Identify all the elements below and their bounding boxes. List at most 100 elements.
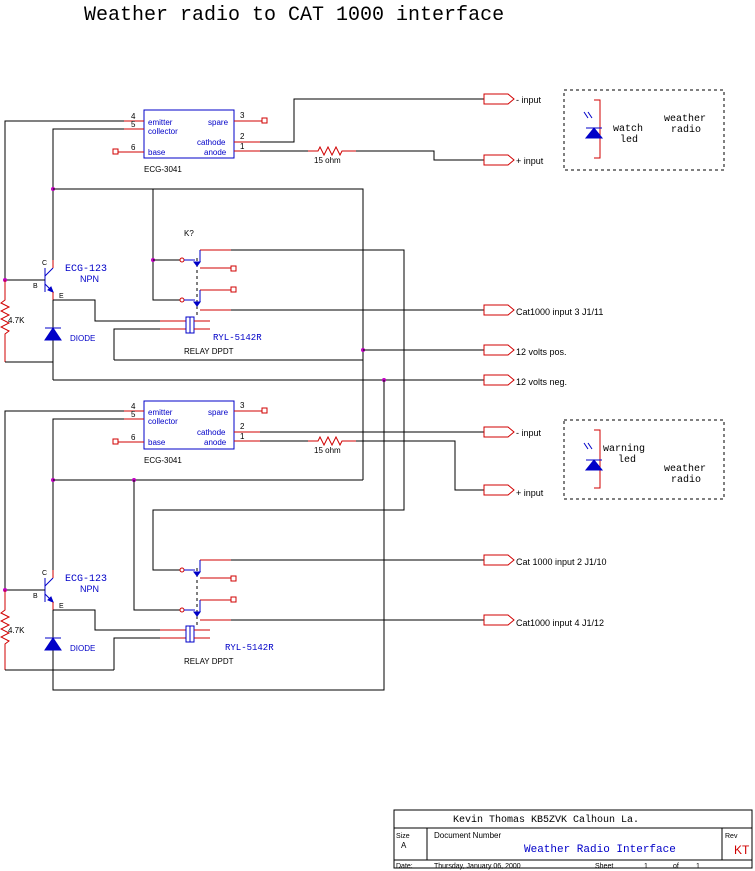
svg-text:6: 6 xyxy=(131,433,136,442)
diagram-title: Weather radio to CAT 1000 interface xyxy=(84,4,504,27)
weather-radio-1: watch led weather radio xyxy=(563,89,725,171)
transistor-1: C B E ECG-123 NPN xyxy=(5,260,107,300)
svg-text:watch: watch xyxy=(613,123,643,135)
opto-part-label: ECG-3041 xyxy=(144,165,182,174)
svg-text:2: 2 xyxy=(240,422,245,431)
port-12v-neg: 12 volts neg. xyxy=(483,374,567,387)
svg-text:RYL-5142R: RYL-5142R xyxy=(225,643,274,653)
svg-text:1: 1 xyxy=(240,432,245,441)
svg-text:C: C xyxy=(42,260,47,267)
circuit-2: emitter collector base spare cathode ano… xyxy=(0,380,484,691)
svg-text:led: led xyxy=(620,134,638,146)
svg-text:radio: radio xyxy=(671,124,701,136)
svg-text:cathode: cathode xyxy=(197,428,226,437)
svg-text:collector: collector xyxy=(148,127,178,136)
svg-text:RELAY DPDT: RELAY DPDT xyxy=(184,657,234,666)
svg-text:- input: - input xyxy=(516,95,542,105)
svg-text:4.7K: 4.7K xyxy=(8,316,25,325)
svg-text:emitter: emitter xyxy=(148,408,173,417)
svg-text:KT: KT xyxy=(734,843,750,857)
resistor-4k7-1: 4.7K xyxy=(0,280,25,362)
svg-text:anode: anode xyxy=(204,438,227,447)
svg-text:12 volts neg.: 12 volts neg. xyxy=(516,377,567,387)
svg-text:4.7K: 4.7K xyxy=(8,626,25,635)
svg-text:1: 1 xyxy=(644,863,648,870)
svg-text:weather: weather xyxy=(664,463,706,475)
svg-text:anode: anode xyxy=(204,148,227,157)
relay-2: RYL-5142R RELAY DPDT xyxy=(160,559,274,666)
svg-text:ECG-3041: ECG-3041 xyxy=(144,456,182,465)
svg-text:emitter: emitter xyxy=(148,118,173,127)
svg-text:15 ohm: 15 ohm xyxy=(314,446,341,455)
svg-text:E: E xyxy=(59,293,64,300)
svg-text:C: C xyxy=(42,570,47,577)
svg-text:Cat1000 input 3 J1/11: Cat1000 input 3 J1/11 xyxy=(516,307,603,317)
svg-text:NPN: NPN xyxy=(80,584,99,594)
svg-text:4: 4 xyxy=(131,402,136,411)
resistor-15ohm-1: 15 ohm xyxy=(308,145,356,165)
svg-text:DIODE: DIODE xyxy=(70,644,95,653)
svg-text:- input: - input xyxy=(516,428,542,438)
svg-text:1: 1 xyxy=(240,142,245,151)
svg-text:+ input: + input xyxy=(516,156,544,166)
svg-text:Sheet: Sheet xyxy=(595,863,613,870)
svg-text:B: B xyxy=(33,283,38,290)
port-12v-pos: 12 volts pos. xyxy=(483,344,567,357)
svg-text:spare: spare xyxy=(208,118,229,127)
svg-text:Rev: Rev xyxy=(725,833,738,840)
title-block: Kevin Thomas KB5ZVK Calhoun La. Size A D… xyxy=(393,809,753,870)
port-cat-input-3: Cat1000 input 3 J1/11 xyxy=(483,304,603,317)
relay-1: K? RYL-5142R RELAY DPDT xyxy=(160,229,262,356)
svg-text:1: 1 xyxy=(696,863,700,870)
svg-text:4: 4 xyxy=(131,112,136,121)
svg-text:5: 5 xyxy=(131,410,136,419)
svg-text:Cat1000 input 4 J1/12: Cat1000 input 4 J1/12 xyxy=(516,618,604,628)
svg-text:warning: warning xyxy=(603,443,645,455)
port-minus-input-2: - input xyxy=(483,426,542,438)
port-minus-input-1: - input xyxy=(483,93,542,105)
port-cat-input-2: Cat 1000 input 2 J1/10 xyxy=(483,554,607,567)
svg-text:K?: K? xyxy=(184,229,194,238)
svg-text:weather: weather xyxy=(664,113,706,125)
svg-text:led: led xyxy=(618,454,636,466)
svg-text:RYL-5142R: RYL-5142R xyxy=(213,333,262,343)
svg-text:radio: radio xyxy=(671,474,701,486)
svg-text:3: 3 xyxy=(240,111,245,120)
svg-text:5: 5 xyxy=(131,120,136,129)
title-block-author: Kevin Thomas KB5ZVK Calhoun La. xyxy=(453,814,639,826)
svg-text:B: B xyxy=(33,593,38,600)
svg-text:2: 2 xyxy=(240,132,245,141)
svg-text:spare: spare xyxy=(208,408,229,417)
svg-text:Cat 1000 input 2 J1/10: Cat 1000 input 2 J1/10 xyxy=(516,557,607,567)
svg-text:base: base xyxy=(148,438,166,447)
connector-ports: - input + input Cat1000 input 3 J1/11 12… xyxy=(483,93,607,628)
diode-1: DIODE xyxy=(44,300,95,362)
weather-radio-2: warning led weather radio xyxy=(563,419,725,500)
svg-text:12 volts pos.: 12 volts pos. xyxy=(516,347,567,357)
svg-text:cathode: cathode xyxy=(197,138,226,147)
optocoupler-2: emitter collector base spare cathode ano… xyxy=(112,400,268,465)
svg-text:of: of xyxy=(673,863,679,870)
resistor-15ohm-2: 15 ohm xyxy=(308,435,356,455)
resistor-4k7-2: 4.7K xyxy=(0,590,25,670)
svg-text:Size: Size xyxy=(396,833,410,840)
svg-text:3: 3 xyxy=(240,401,245,410)
svg-text:E: E xyxy=(59,603,64,610)
transistor-2: C B E ECG-123 NPN xyxy=(5,570,107,610)
svg-text:6: 6 xyxy=(131,143,136,152)
svg-text:DIODE: DIODE xyxy=(70,334,95,343)
svg-text:NPN: NPN xyxy=(80,274,99,284)
svg-text:Document Number: Document Number xyxy=(434,831,501,840)
svg-text:base: base xyxy=(148,148,166,157)
svg-text:ECG-123: ECG-123 xyxy=(65,574,107,585)
optocoupler-1: emitter collector base spare cathode ano… xyxy=(112,109,268,174)
svg-text:15 ohm: 15 ohm xyxy=(314,156,341,165)
circuit-1: emitter collector base spare cathode ano… xyxy=(0,98,484,571)
port-cat-input-4: Cat1000 input 4 J1/12 xyxy=(483,614,604,628)
diode-2: DIODE xyxy=(44,610,95,670)
title-block-docname: Weather Radio Interface xyxy=(524,844,676,856)
svg-text:Date:: Date: xyxy=(396,863,413,870)
svg-text:ECG-123: ECG-123 xyxy=(65,264,107,275)
svg-text:A: A xyxy=(401,841,407,850)
